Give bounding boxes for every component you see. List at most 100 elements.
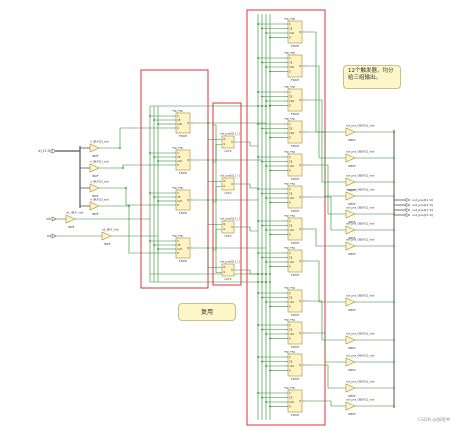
buffer-type-label: IBUF	[104, 242, 111, 246]
wire-junction	[261, 273, 263, 275]
buffer-body	[65, 214, 76, 224]
wire-junction	[265, 333, 267, 335]
lut-body	[221, 177, 235, 191]
buffer-body	[345, 153, 356, 163]
buffer-body	[345, 383, 356, 393]
lut-body	[221, 263, 235, 277]
wire-junction	[269, 104, 271, 107]
fdce-pin-label: Q	[187, 198, 189, 202]
buffer-type-label: IBUF	[68, 225, 75, 229]
buffer-body	[89, 143, 100, 153]
fdce-pin-label: D	[289, 369, 291, 373]
wire-junction	[393, 361, 395, 363]
fdce-instance-label: reg_reg	[172, 186, 183, 190]
wire-junction	[257, 252, 259, 254]
input-buffer-d: IBUF d_IBUF[0]_inst	[89, 140, 109, 158]
wire	[234, 269, 258, 275]
wire	[234, 183, 258, 189]
fdce-pin-label: D	[177, 251, 179, 255]
fdce-type-label: FDCE	[291, 209, 299, 213]
fdce-pin-label: CE	[289, 396, 293, 400]
wire-junction	[207, 199, 209, 201]
wire	[99, 205, 172, 254]
fdce-type-label: FDCE	[291, 241, 299, 245]
cells: IBUFd_IBUF[0]_instIBUFd_IBUF[1]_instIBUF…	[65, 17, 374, 417]
fdce-instance-label: reg_reg	[284, 51, 295, 55]
wire-junction	[265, 261, 267, 263]
wire-junction	[257, 156, 259, 158]
lut-type-label: LUT2	[225, 277, 232, 281]
output-port: out_pos[11:0]	[405, 203, 433, 207]
wire-junction	[265, 32, 267, 34]
lut-pin-label: O	[231, 269, 233, 272]
wire-junction	[269, 281, 271, 283]
wire-junction	[257, 292, 259, 294]
fdce-pin-label: CE	[289, 95, 293, 99]
buffer-instance-label: out_pos_OBUF[1]_inst	[346, 238, 374, 242]
buffer-body	[345, 335, 356, 345]
wire-junction	[157, 123, 159, 125]
output-port-label: out_pos[11:0]	[412, 213, 433, 217]
wire-junction	[269, 265, 271, 268]
fdce-pin-label: D	[289, 405, 291, 409]
buffer-instance-label: d_IBUF[0]_inst	[90, 140, 109, 144]
wire	[306, 65, 346, 159]
wire-junction	[261, 105, 263, 107]
buffer-body	[345, 191, 356, 201]
wire-junction	[207, 122, 209, 124]
wire	[306, 332, 346, 363]
fdce-pin-label: CLR	[289, 332, 294, 336]
fdce-pin-label: D	[289, 265, 291, 269]
fdce-instance-label: reg_reg	[284, 150, 295, 154]
wire	[306, 99, 346, 183]
group-box-lut-stage	[212, 102, 242, 286]
output-port: out_pos[11:0]	[405, 208, 433, 212]
wire-junction	[261, 160, 263, 163]
wire-junction	[393, 181, 395, 183]
buffer-type-label: IBUF	[92, 154, 99, 158]
lut-pin-label: I0	[223, 138, 226, 141]
fdce-pin-label: CLR	[289, 99, 294, 103]
fdce-pin-label: CLR	[177, 247, 182, 251]
buffer-body	[345, 241, 356, 251]
fdce-pin-label: Q	[299, 98, 301, 102]
wire-junction	[261, 396, 263, 399]
wire-junction	[269, 233, 271, 236]
wire-junction	[149, 115, 151, 117]
wire-junction	[269, 136, 271, 139]
buffer-type-label: IBUF	[92, 212, 99, 216]
fdce-pin-label: C	[177, 191, 179, 195]
buffer-type-label: OBUF	[348, 368, 356, 372]
buffer-type-label: OBUF	[348, 252, 356, 256]
lut-pin-label: O	[231, 183, 233, 186]
fdce-pin-label: D	[289, 36, 291, 40]
fdce-pin-label: C	[289, 56, 291, 60]
fdce-pin-label: CE	[289, 296, 293, 300]
fdce-instance-label: reg_reg	[172, 234, 183, 238]
wire-junction	[122, 167, 124, 169]
fdce-pin-label: C	[289, 355, 291, 359]
lut-type-label: LUT2	[225, 149, 232, 153]
wire-junction	[257, 281, 259, 283]
fdce-pin-label: CE	[177, 195, 181, 199]
wire-junction	[261, 224, 263, 227]
fdce-type-label: FDCE	[291, 273, 299, 277]
buffer-body	[89, 183, 100, 193]
buffer-body	[345, 177, 356, 187]
wire	[306, 164, 346, 215]
fdce-pin-label: D	[289, 201, 291, 205]
buffer-type-label: OBUF	[348, 346, 356, 350]
fdce-pin-label: CLR	[289, 228, 294, 232]
wire	[234, 141, 258, 147]
fdce-instance-label: reg_reg	[284, 182, 295, 186]
wire-junction	[269, 405, 271, 408]
input-port: clk	[47, 216, 57, 222]
fdce-pin-label: D	[289, 337, 291, 341]
fdce-pin-label: C	[177, 239, 179, 243]
